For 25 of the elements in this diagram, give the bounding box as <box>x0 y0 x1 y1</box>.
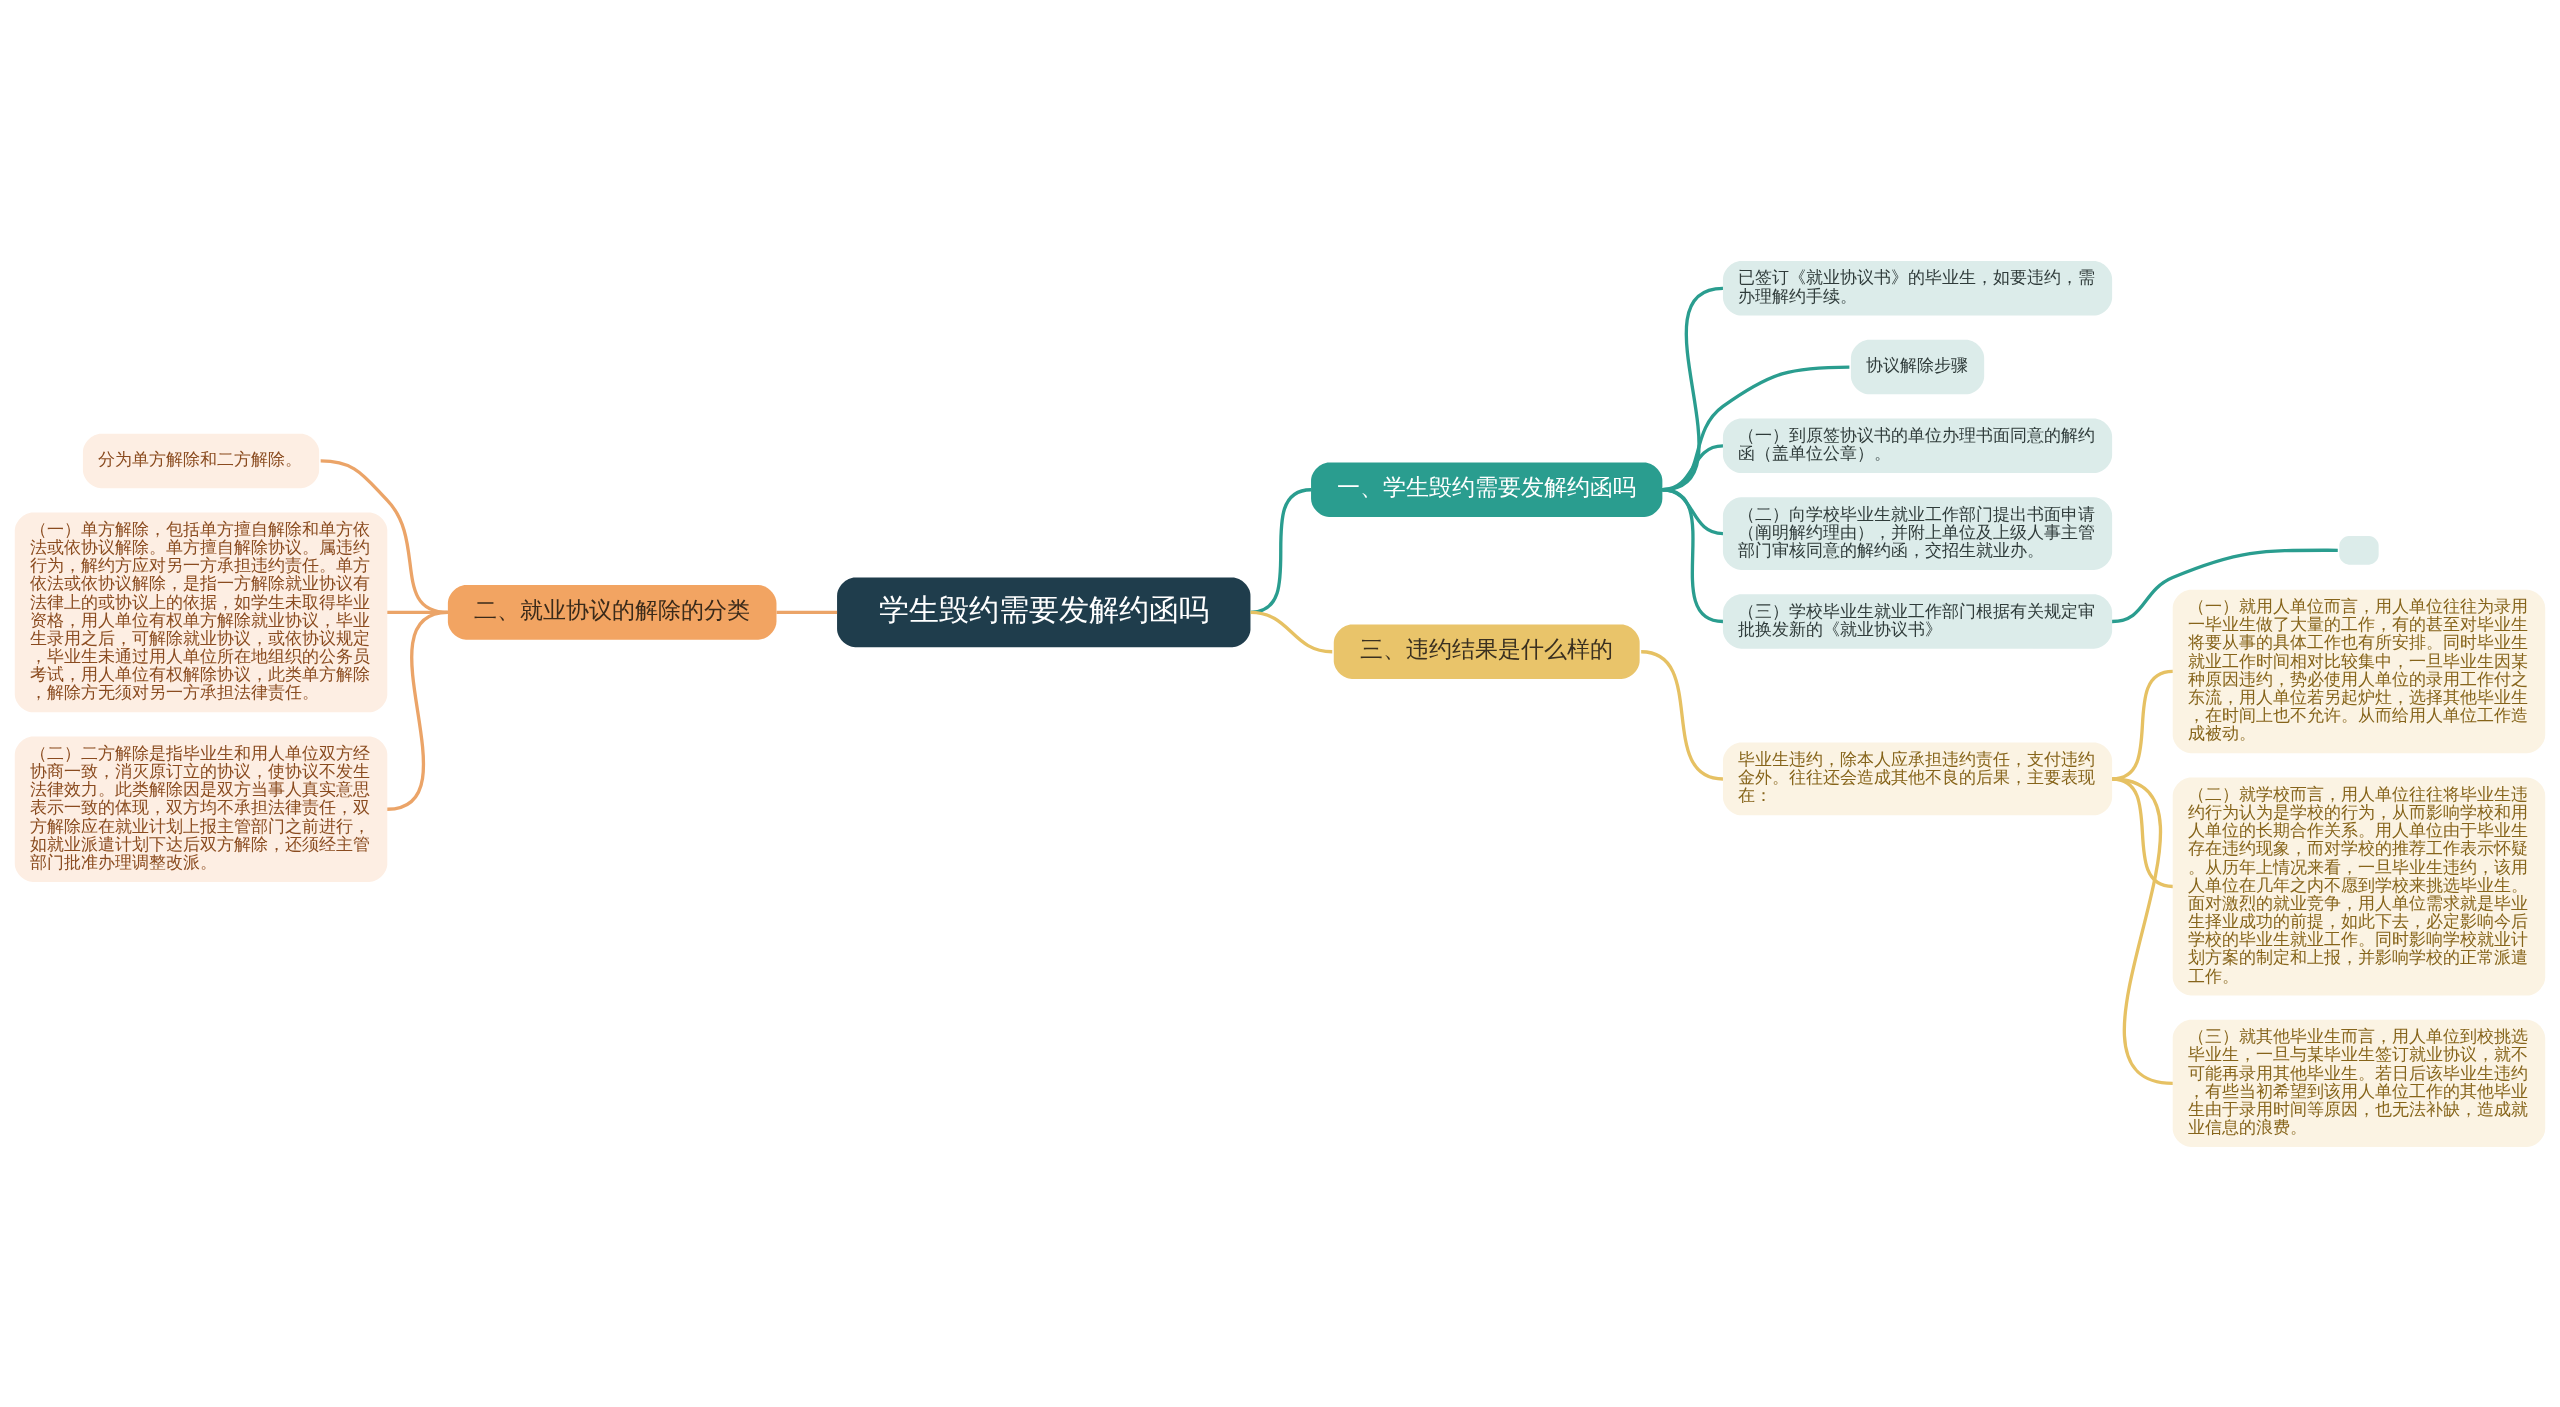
node-box: 协议解除步骤 <box>1850 339 1985 394</box>
node-box: （一）到原签协议书的单位办理书面同意的解约函（盖单位公章）。 <box>1722 418 2113 473</box>
node-box: 学生毁约需要发解约函吗 <box>837 577 1251 647</box>
node-box: （二）就学校而言，用人单位往往将毕业生违约行为认为是学校的行为，从而影响学校和用人单位的长期合作关系。用人单位由于毕业生存在违约现象，而对学校的推荐工作表示怀疑。从历年上情况来看，一旦毕业生违约，该用人单位在几年之内不愿到学校来挑选毕业生。面对激烈的就业竞争，用人单位需求就是毕业生择业成功的前提，如此下去，必定影响今后学校的毕业生就业工作。同时影响学校就业计划方案的制定和上报，并影响学校的正常派遣工作。 <box>2172 776 2546 995</box>
node-box: （三）学校毕业生就业工作部门根据有关规定审批换发新的《就业协议书》 <box>1722 593 2113 649</box>
node-box: 分为单方解除和二方解除。 <box>82 433 320 488</box>
node-box: 二、就业协议的解除的分类 <box>447 584 777 640</box>
node-box: （一）就用人单位而言，用人单位往往为录用一毕业生做了大量的工作，有的甚至对毕业生将要从事的具体工作也有所安排。同时毕业生就业工作时间相对比较集中，一旦毕业生因某种原因违约，势必使用人单位的录用工作付之东流，用人单位若另起炉灶，选择其他毕业生，在时间上也不允许。从而给用人单位工作造成被动。 <box>2172 589 2546 753</box>
node-box: 已签订《就业协议书》的毕业生，如要违约，需办理解约手续。 <box>1722 260 2113 316</box>
connector <box>386 610 449 811</box>
node-box: 一、学生毁约需要发解约函吗 <box>1311 461 1663 517</box>
node-box: （二）二方解除是指毕业生和用人单位双方经协商一致，消灭原订立的协议，使协议不发生法律效力。此类解除因是双方当事人真实意思表示一致的体现，双方均不承担法律责任，双方解除应在就业计划上报主管部门之前进行，如就业派遣计划下达后双方解除，还须经主管部门批准办理调整改派。 <box>14 736 388 882</box>
connector <box>1250 610 1333 653</box>
node-box <box>2339 535 2379 565</box>
connector <box>1662 487 1724 623</box>
connector <box>776 610 838 614</box>
connector <box>1640 649 1724 781</box>
node-box: 毕业生违约，除本人应承担违约责任，支付违约金外。往往还会造成其他不良的后果，主要表现在： <box>1722 742 2113 815</box>
node-box: （一）单方解除，包括单方擅自解除和单方依法或依协议解除。单方擅自解除协议。属违约行为，解约方应对另一方承担违约责任。单方依法或依协议解除，是指一方解除就业协议有法律上的或协议上的依据，如学生未取得毕业资格，用人单位有权单方解除就业协议，毕业生录用之后，可解除就业协议，或依协议规定，毕业生未通过用人单位所在地组织的公务员考试，用人单位有权解除协议，此类单方解除，解除方无须对另一方承担法律责任。 <box>14 511 388 712</box>
connector <box>2111 776 2174 1085</box>
node-box: （二）向学校毕业生就业工作部门提出书面申请（阐明解约理由），并附上单位及上级人事主管部门审核同意的解约函，交招生就业办。 <box>1722 496 2113 570</box>
connector <box>1250 487 1312 614</box>
node-box: 三、违约结果是什么样的 <box>1333 624 1640 679</box>
connector <box>2112 548 2338 623</box>
node-box: （三）就其他毕业生而言，用人单位到校挑选毕业生，一旦与某毕业生签订就业协议，就不可能再录用其他毕业生。若日后该毕业生违约，有些当初希望到该用人单位工作的其他毕业生由于录用时间等原因，也无法补缺，造成就业信息的浪费。 <box>2172 1019 2546 1147</box>
